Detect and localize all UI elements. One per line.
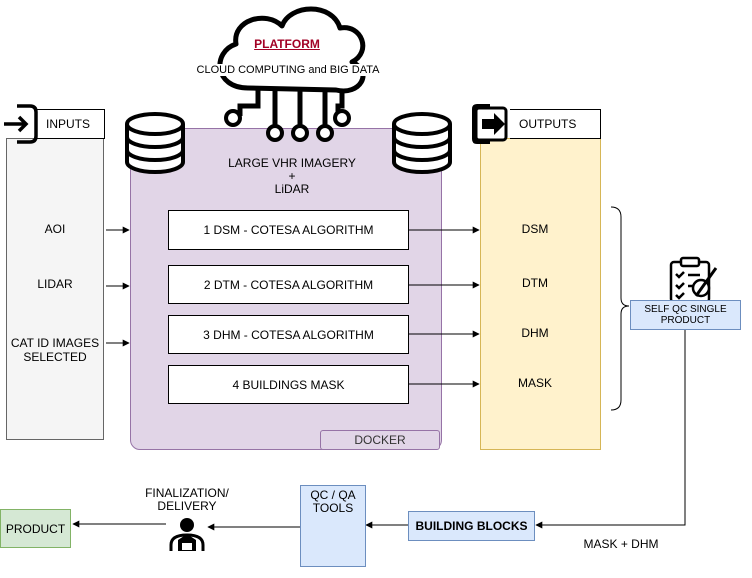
outputs-header: OUTPUTS (510, 109, 601, 139)
database-icon (392, 112, 452, 174)
delivery-person-icon (169, 518, 205, 551)
outputs-brace (610, 206, 630, 411)
self-qc-box: SELF QC SINGLE PRODUCT (630, 300, 741, 330)
login-icon (4, 104, 38, 144)
input-item-catid: CAT ID IMAGES SELECTED (10, 336, 100, 364)
building-blocks-box: BUILDING BLOCKS (408, 511, 535, 541)
imagery-label: LARGE VHR IMAGERY + LiDAR (228, 156, 356, 196)
step-dhm: 3 DHM - COTESA ALGORITHM (168, 315, 409, 354)
output-item-mask: MASK (517, 376, 552, 390)
outputs-panel (480, 138, 601, 450)
docker-label: DOCKER (320, 430, 440, 450)
logout-icon (472, 104, 508, 144)
selfqc-to-buildingblocks-connector (535, 330, 686, 529)
product-box: PRODUCT (0, 509, 71, 548)
step-dsm: 1 DSM - COTESA ALGORITHM (168, 210, 409, 250)
input-item-lidar: LIDAR (37, 277, 73, 291)
qc-tools-label: QC / QA TOOLS (310, 488, 356, 515)
inputs-header: INPUTS (37, 109, 105, 139)
output-item-dhm: DHM (521, 326, 549, 340)
finalization-label: FINALIZATION/ DELIVERY (145, 486, 229, 513)
input-item-aoi: AOI (44, 222, 66, 236)
step-dtm: 2 DTM - COTESA ALGORITHM (168, 265, 409, 304)
output-arrows (409, 226, 480, 388)
database-icon (125, 112, 185, 174)
qc-tools-panel (300, 485, 366, 567)
mask-dhm-label: MASK + DHM (583, 537, 659, 551)
clipboard-check-icon (669, 256, 718, 304)
output-item-dtm: DTM (522, 276, 548, 290)
step-buildings-mask: 4 BUILDINGS MASK (168, 365, 409, 404)
platform-title: PLATFORM (254, 37, 320, 51)
inputs-panel (6, 138, 104, 440)
platform-subtitle: CLOUD COMPUTING and BIG DATA (188, 64, 388, 76)
input-arrows (106, 226, 130, 347)
output-item-dsm: DSM (521, 222, 549, 236)
